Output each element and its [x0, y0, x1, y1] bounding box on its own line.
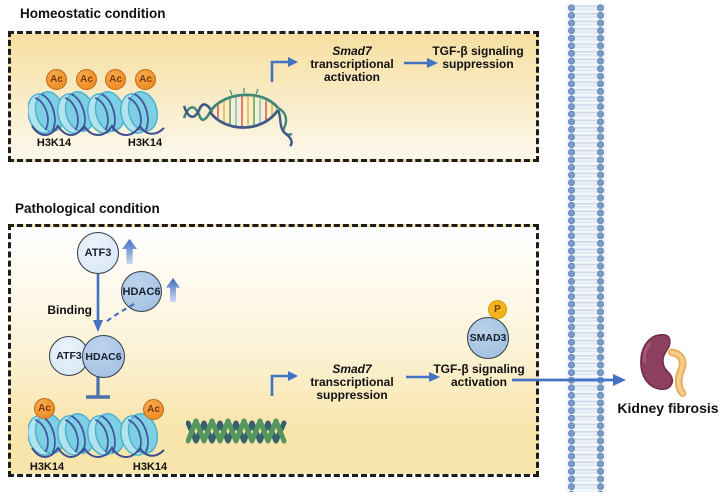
cell-membrane-icon — [566, 4, 606, 492]
h3k14-label: H3K14 — [29, 461, 65, 473]
smad7-suppression-word: transcriptional — [310, 375, 394, 389]
smad7-suppression-line1: Smad7 transcriptional — [290, 363, 414, 389]
smad7-suppression-text: Smad7 transcriptional suppression — [290, 363, 414, 402]
homeostatic-title: Homeostatic condition — [20, 6, 166, 21]
arrow-right-icon — [404, 58, 438, 68]
hdac6-recruitment-dashed-arrow-icon — [105, 303, 135, 323]
condensed-dna-icon — [186, 418, 287, 444]
h3k14-label: H3K14 — [36, 137, 72, 149]
complex-hdac6-protein: HDAC6 — [82, 335, 125, 378]
smad7-suppression-line2: suppression — [316, 388, 388, 402]
hdac6-label: HDAC6 — [122, 285, 161, 298]
transcription-start-arrow-icon — [270, 371, 298, 396]
kidney-icon — [640, 334, 687, 397]
binding-label: Binding — [47, 303, 92, 317]
tgf-activation-text: TGF-β signaling activation — [428, 363, 530, 389]
acetyl-mark-icon: Ac — [34, 398, 55, 419]
complex-hdac6-label: HDAC6 — [85, 350, 122, 363]
tgf-suppression-line1: TGF-β signaling — [432, 44, 524, 58]
tgf-activation-line2: activation — [450, 375, 507, 389]
transcription-start-arrow-icon — [270, 57, 298, 82]
smad3-label: SMAD3 — [469, 332, 507, 344]
open-dna-icon — [182, 88, 293, 147]
hdac6-protein: HDAC6 — [121, 271, 162, 312]
smad3-protein: SMAD3 — [467, 317, 509, 359]
atf3-label: ATF3 — [84, 247, 112, 259]
arrow-right-icon — [406, 372, 440, 382]
h3k14-label: H3K14 — [132, 461, 168, 473]
tgf-suppression-line2: suppression — [442, 57, 514, 71]
phosphate-label: P — [494, 304, 501, 315]
signal-output-arrow-icon — [512, 374, 626, 386]
tgf-suppression-text: TGF-β signaling suppression — [427, 45, 529, 71]
atf3-protein: ATF3 — [77, 232, 119, 274]
smad7-gene-name: Smad7 — [332, 44, 372, 58]
smad7-activation-line1: Smad7 transcriptional — [290, 45, 414, 71]
phosphate-mark-icon: P — [488, 300, 507, 319]
pathological-title: Pathological condition — [15, 201, 160, 216]
nucleosome-array-icon — [28, 91, 165, 136]
smad7-activation-word: transcriptional — [310, 57, 394, 71]
kidney-fibrosis-label: Kidney fibrosis — [617, 400, 719, 416]
smad7-activation-text: Smad7 transcriptional activation — [290, 45, 414, 84]
smad7-activation-line2: activation — [323, 70, 380, 84]
acetyl-mark-icon: Ac — [46, 69, 67, 90]
acetyl-mark-icon: Ac — [76, 69, 97, 90]
smad7-gene-name: Smad7 — [332, 362, 372, 376]
nucleosome-array-icon — [28, 413, 165, 458]
binding-arrow-icon — [93, 274, 103, 332]
complex-atf3-label: ATF3 — [56, 350, 82, 362]
acetyl-mark-icon: Ac — [105, 69, 126, 90]
tgf-activation-line1: TGF-β signaling — [433, 362, 525, 376]
h3k14-label: H3K14 — [127, 137, 163, 149]
acetyl-mark-icon: Ac — [135, 69, 156, 90]
acetyl-mark-icon: Ac — [143, 399, 164, 420]
